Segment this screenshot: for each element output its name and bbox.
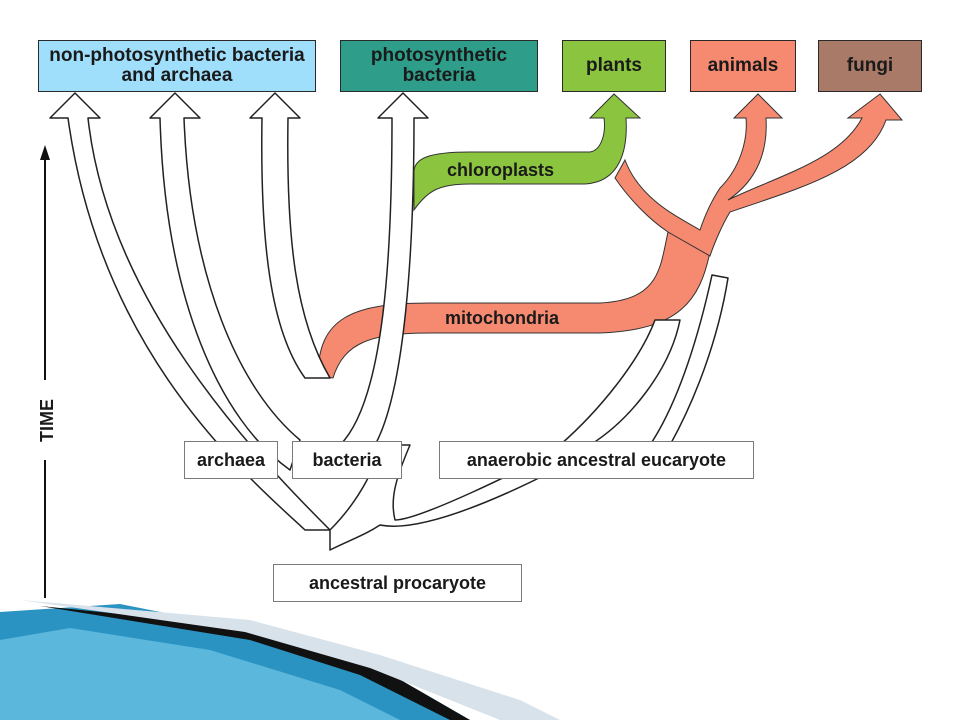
time-label-text: TIME bbox=[36, 398, 57, 442]
node-anaerobic-eucaryote-label: anaerobic ancestral eucaryote bbox=[466, 449, 727, 470]
group-nonphotosynthetic-label: non-photosynthetic bacteria and archaea bbox=[49, 45, 305, 86]
group-photosynthetic-label: photosynthetic bacteria bbox=[370, 45, 508, 86]
group-fungi: fungi bbox=[818, 40, 922, 92]
node-bacteria: bacteria bbox=[292, 441, 402, 479]
group-plants: plants bbox=[562, 40, 666, 92]
node-archaea-label: archaea bbox=[196, 449, 266, 470]
node-archaea: archaea bbox=[184, 441, 278, 479]
group-plants-label: plants bbox=[586, 55, 642, 77]
mitochondria-label: mitochondria bbox=[445, 308, 560, 328]
group-photosynthetic: photosynthetic bacteria bbox=[340, 40, 538, 92]
slide-footer-decoration bbox=[0, 600, 560, 720]
time-axis-arrowhead bbox=[40, 145, 50, 160]
node-ancestral-procaryote: ancestral procaryote bbox=[273, 564, 522, 602]
group-fungi-label: fungi bbox=[846, 55, 894, 77]
group-nonphotosynthetic: non-photosynthetic bacteria and archaea bbox=[38, 40, 316, 92]
chloroplast-band bbox=[413, 93, 642, 212]
eukaryote-branch bbox=[614, 93, 904, 257]
group-animals-label: animals bbox=[707, 55, 779, 77]
group-animals: animals bbox=[690, 40, 796, 92]
time-axis-label: TIME bbox=[32, 390, 62, 450]
node-bacteria-label: bacteria bbox=[312, 449, 382, 470]
node-anaerobic-eucaryote: anaerobic ancestral eucaryote bbox=[439, 441, 754, 479]
chloroplasts-label: chloroplasts bbox=[447, 160, 555, 180]
node-ancestral-procaryote-label: ancestral procaryote bbox=[308, 572, 487, 593]
